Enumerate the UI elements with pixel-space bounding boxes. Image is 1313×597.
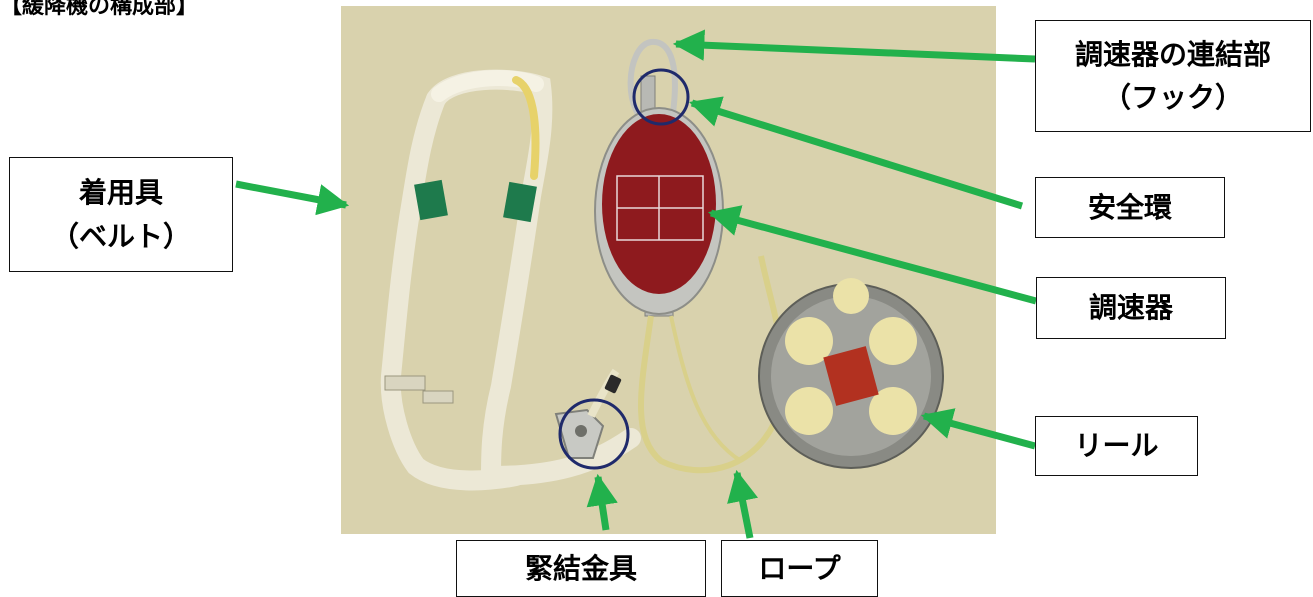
label-reel: リール: [1035, 416, 1198, 476]
label-hook-connector: 調速器の連結部 （フック）: [1035, 20, 1311, 132]
arrow-harness: [235, 180, 350, 216]
label-harness-line1: 着用具: [78, 176, 163, 210]
label-safety-ring: 安全環: [1035, 177, 1225, 238]
label-speed-governor-text: 調速器: [1088, 291, 1173, 325]
governor-shape: [594, 107, 724, 317]
label-rope-text: ロープ: [758, 551, 841, 585]
descent-device-illustration: [341, 6, 996, 534]
label-speed-governor: 調速器: [1036, 277, 1226, 339]
label-hook-connector-line2: （フック）: [1102, 81, 1243, 114]
label-safety-ring-text: 安全環: [1087, 190, 1172, 224]
descent-device-photo: [341, 6, 996, 534]
label-rope: ロープ: [721, 540, 878, 597]
diagram-header: 【緩降機の構成部】: [0, 0, 199, 19]
label-fastening-fitting-text: 緊結金具: [524, 551, 637, 585]
label-reel-text: リール: [1074, 429, 1159, 463]
label-hook-connector-line1: 調速器の連結部: [1074, 37, 1271, 71]
label-harness: 着用具 （ベルト）: [9, 157, 233, 272]
reel-shape: [758, 278, 944, 469]
label-fastening-fitting: 緊結金具: [456, 540, 706, 597]
harness-belt: [380, 69, 641, 491]
label-harness-line2: （ベルト）: [50, 219, 191, 253]
